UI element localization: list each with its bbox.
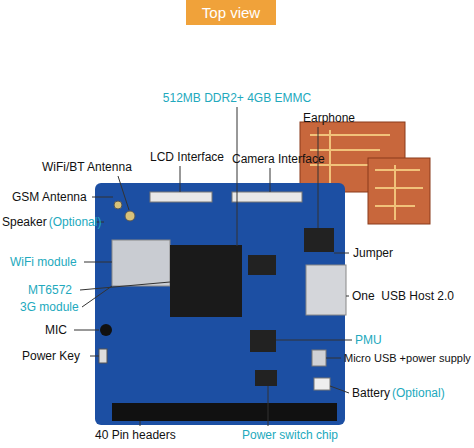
part-label: Battery xyxy=(352,386,390,400)
heading-text: Top view xyxy=(202,4,260,21)
pcb-board xyxy=(95,183,345,425)
optional-note: (Optional) xyxy=(49,215,102,229)
pmu-chip xyxy=(250,330,276,352)
micro-usb xyxy=(312,350,326,366)
leader-line xyxy=(74,107,352,426)
part-label: LCD Interface xyxy=(150,150,224,164)
module-label: WiFi module xyxy=(10,255,77,269)
part-label: MIC xyxy=(45,323,67,337)
part-label: One USB Host 2.0 xyxy=(352,289,454,303)
module-label: 3G module xyxy=(20,300,79,314)
pin-header xyxy=(112,403,337,421)
part-label: GSM Antenna xyxy=(12,190,87,204)
part-label: Micro USB +power supply xyxy=(344,351,471,365)
memory-label: 512MB DDR2+ 4GB EMMC xyxy=(163,91,311,105)
camera-connector xyxy=(232,192,302,202)
optional-note: (Optional) xyxy=(392,386,445,400)
mt6572-chip xyxy=(170,245,242,317)
part-label: WiFi/BT Antenna xyxy=(42,160,132,174)
power-key xyxy=(99,349,107,363)
chip-label: MT6572 xyxy=(28,283,72,297)
memory-chip xyxy=(248,255,276,275)
chip-label: Power switch chip xyxy=(242,428,338,442)
part-label: Camera Interface xyxy=(232,152,325,166)
antenna-connector xyxy=(125,211,135,221)
chip-label: PMU xyxy=(355,333,382,347)
antenna-connector xyxy=(114,201,122,209)
part-label: Earphone xyxy=(303,111,355,125)
part-label: 40 Pin headers xyxy=(95,428,176,442)
earphone-jack xyxy=(304,228,334,252)
part-label: Power Key xyxy=(22,349,80,363)
power-switch-chip xyxy=(255,370,277,386)
part-label: Speaker xyxy=(2,215,47,229)
mic xyxy=(100,324,112,336)
title-tab: Top view xyxy=(186,0,276,25)
part-label: Jumper xyxy=(353,246,393,260)
battery-connector xyxy=(314,378,330,390)
lcd-connector xyxy=(150,192,212,202)
usb-port xyxy=(306,265,346,315)
wifi-module xyxy=(112,240,170,286)
